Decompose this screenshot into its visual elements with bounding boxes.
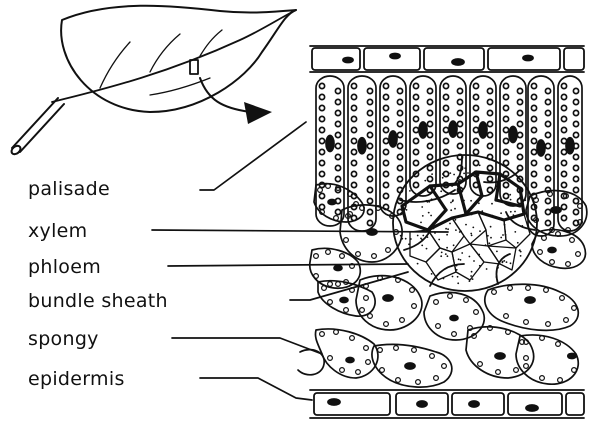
label-xylem: xylem bbox=[28, 220, 87, 242]
label-spongy: spongy bbox=[28, 328, 99, 350]
labels: palisade xylem phloem bundle sheath spon… bbox=[28, 122, 448, 400]
label-palisade: palisade bbox=[28, 178, 110, 200]
bundle-sheath bbox=[393, 155, 537, 291]
label-phloem: phloem bbox=[28, 256, 101, 278]
arrow-icon bbox=[200, 78, 272, 124]
label-epidermis: epidermis bbox=[28, 368, 125, 390]
phloem bbox=[410, 212, 530, 280]
upper-epidermis bbox=[310, 46, 584, 72]
leaf-icon bbox=[10, 6, 296, 156]
lower-epidermis bbox=[310, 390, 584, 418]
label-bundle-sheath: bundle sheath bbox=[28, 290, 168, 312]
